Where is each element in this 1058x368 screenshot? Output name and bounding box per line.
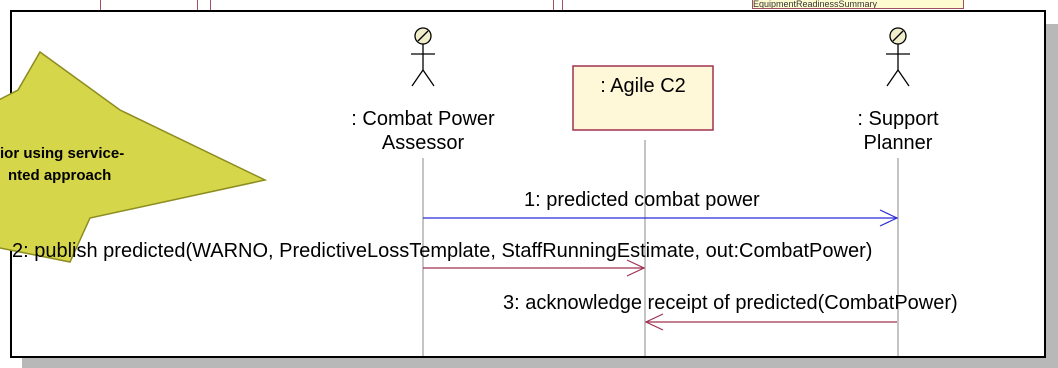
background-line (562, 0, 563, 10)
actor-combat-label-line-1: : Combat Power (351, 108, 495, 130)
message-1-arrow (423, 209, 899, 227)
callout-arrow-shape (0, 50, 268, 263)
background-line (100, 0, 101, 10)
actor-icon-combat (411, 27, 435, 87)
callout-text-line-2: nted approach (8, 167, 112, 184)
message-2-label: 2: publish predicted(WARNO, PredictiveLo… (12, 240, 873, 262)
actor-support-label-line-2: Planner (863, 132, 933, 154)
agile-c2-box (572, 65, 714, 131)
actor-support-label-line-1: : Support (857, 108, 939, 130)
background-line (553, 0, 554, 10)
background-line (197, 0, 198, 10)
message-1-label: 1: predicted combat power (524, 189, 760, 211)
message-2-arrow (423, 259, 646, 277)
message-3-label: 3: acknowledge receipt of predicted(Comb… (503, 292, 958, 314)
agile-c2-label: : Agile C2 (600, 75, 686, 97)
actor-combat-label-line-2: Assessor (381, 132, 465, 154)
actor-icon-support (886, 27, 910, 87)
callout-text-line-1: ior using service- (0, 145, 125, 162)
message-3-arrow (644, 313, 897, 331)
background-line (210, 0, 211, 10)
background-note: EquipmentReadinessSummary (752, 0, 964, 9)
